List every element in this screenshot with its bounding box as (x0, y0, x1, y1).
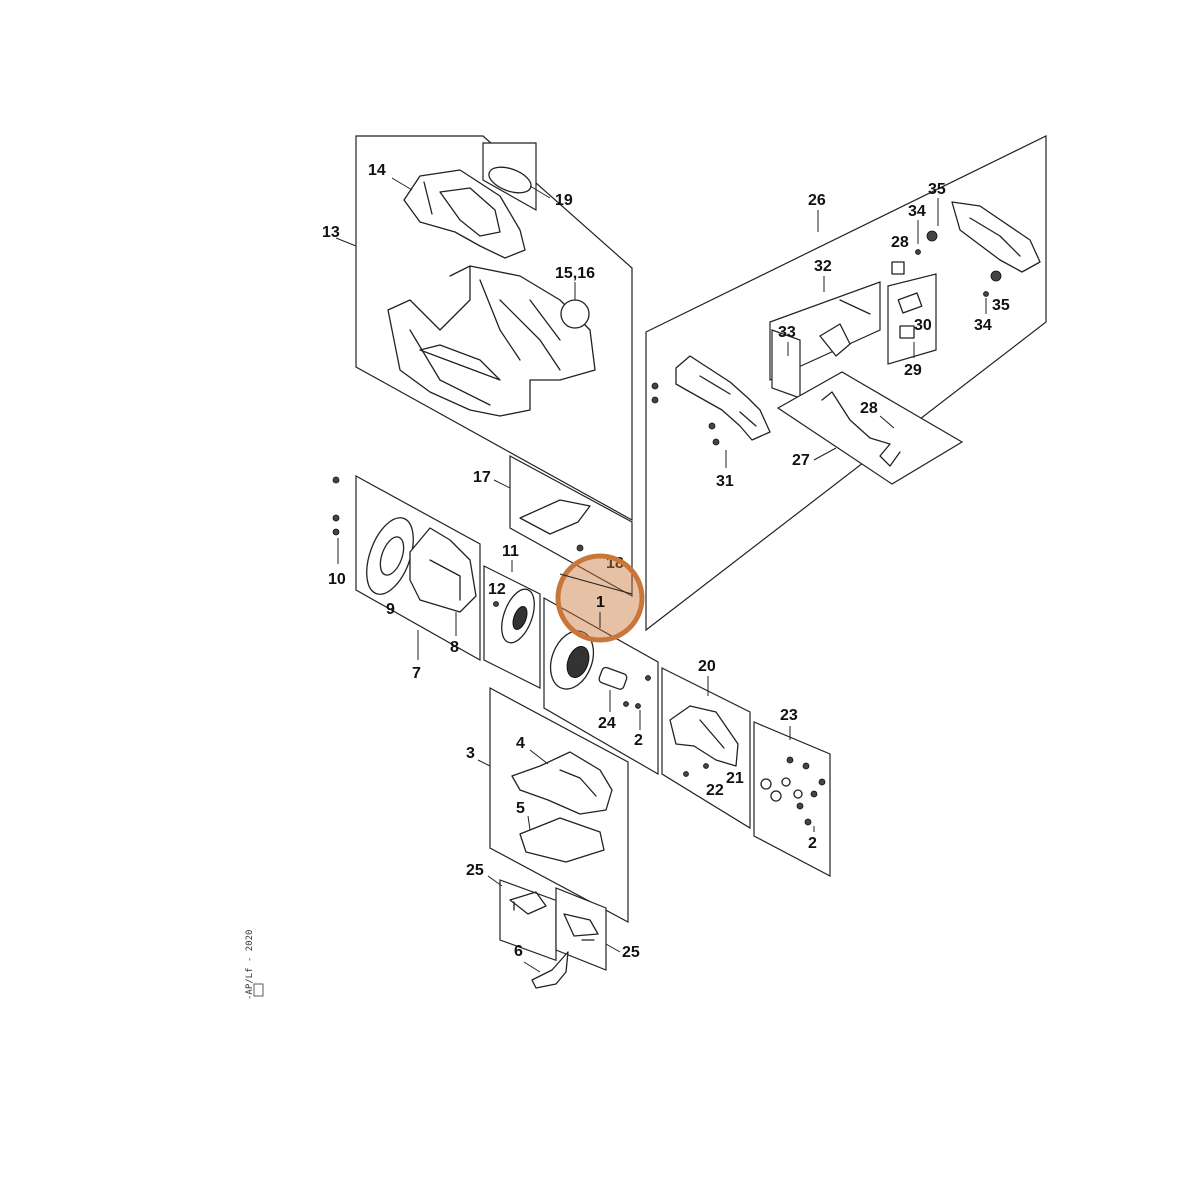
callout-25-left: 25 (466, 862, 484, 879)
cover-part-17[interactable] (519, 499, 591, 535)
callout-24: 24 (598, 715, 616, 732)
seal-part-15-16[interactable] (560, 299, 590, 329)
drawing-reference: -AP/Lf - 2020 (245, 930, 264, 1000)
highlight-part-1[interactable]: 1 (555, 553, 645, 643)
callout-13: 13 (322, 224, 340, 241)
handle-cover-part-14[interactable] (403, 169, 526, 259)
handle-tube[interactable] (675, 355, 771, 441)
callout-28: 28 (860, 400, 878, 417)
drawing-id-text: -AP/Lf - 2020 (245, 930, 255, 1000)
panel-25-left: 25 (466, 862, 557, 962)
callout-1: 1 (596, 594, 605, 611)
callout-4: 4 (516, 735, 525, 752)
switch-part-30[interactable] (897, 292, 923, 314)
callout-30: 30 (914, 317, 932, 334)
fan-part-9[interactable] (358, 512, 423, 601)
callout-34-bottom: 34 (974, 317, 992, 334)
callout-31: 31 (716, 473, 734, 490)
gasket-part-19[interactable] (486, 162, 535, 198)
contact-part-25-right[interactable] (563, 913, 599, 941)
trigger-part-32[interactable] (819, 323, 851, 357)
panel-13-housing: 13 14 19 15,16 (322, 135, 633, 522)
part-6: 6 (514, 943, 569, 989)
callout-34-top: 34 (908, 203, 926, 220)
gear-housing-part-20[interactable] (669, 705, 739, 767)
callout-15-16: 15,16 (555, 265, 595, 282)
callout-26: 26 (808, 192, 826, 209)
callout-29: 29 (904, 362, 922, 379)
callout-6: 6 (514, 943, 523, 960)
callout-9: 9 (386, 601, 395, 618)
panel-25-right: 25 (555, 887, 640, 971)
circuit-board-part-4[interactable] (511, 751, 613, 815)
callout-12: 12 (488, 581, 506, 598)
callout-25-right: 25 (622, 944, 640, 961)
callout-10: 10 (328, 571, 346, 588)
callout-7: 7 (412, 665, 421, 682)
bracket-part-6[interactable] (531, 951, 569, 989)
callout-22: 22 (706, 782, 724, 799)
cable-part-27[interactable] (821, 391, 901, 467)
callout-21: 21 (726, 770, 744, 787)
callout-33: 33 (778, 324, 796, 341)
panel-7-fan: 10 9 8 7 (328, 474, 481, 682)
panel-3-electronics: 3 4 5 (466, 686, 629, 924)
callout-32: 32 (814, 258, 832, 275)
shaft-part-24[interactable] (598, 666, 628, 690)
callout-11: 11 (502, 543, 519, 560)
callout-5: 5 (516, 800, 525, 817)
callout-27: 27 (792, 452, 810, 469)
callout-2-panel23: 2 (808, 835, 817, 852)
panel-23: 23 2 (753, 707, 831, 877)
callout-23: 23 (780, 707, 798, 724)
callout-20: 20 (698, 658, 716, 675)
callout-8: 8 (450, 639, 459, 656)
tray-part-5[interactable] (519, 817, 605, 863)
panel-11: 11 12 (483, 543, 541, 689)
callout-35-bottom: 35 (992, 297, 1010, 314)
panel-17: 17 18 (473, 454, 633, 598)
callout-28-top: 28 (891, 234, 909, 251)
callout-3: 3 (466, 745, 475, 762)
callout-2-motor: 2 (634, 732, 643, 749)
panel-1-motor: 24 2 (543, 596, 659, 776)
callout-17: 17 (473, 469, 491, 486)
panel-26-handle: 26 32 33 28 34 35 35 34 30 29 28 27 31 (645, 135, 1047, 632)
panel-20: 20 21 22 (661, 658, 751, 830)
contact-part-25-left[interactable] (509, 891, 547, 915)
callout-35-top: 35 (928, 181, 946, 198)
callout-14: 14 (368, 162, 386, 179)
callout-19: 19 (555, 192, 573, 209)
